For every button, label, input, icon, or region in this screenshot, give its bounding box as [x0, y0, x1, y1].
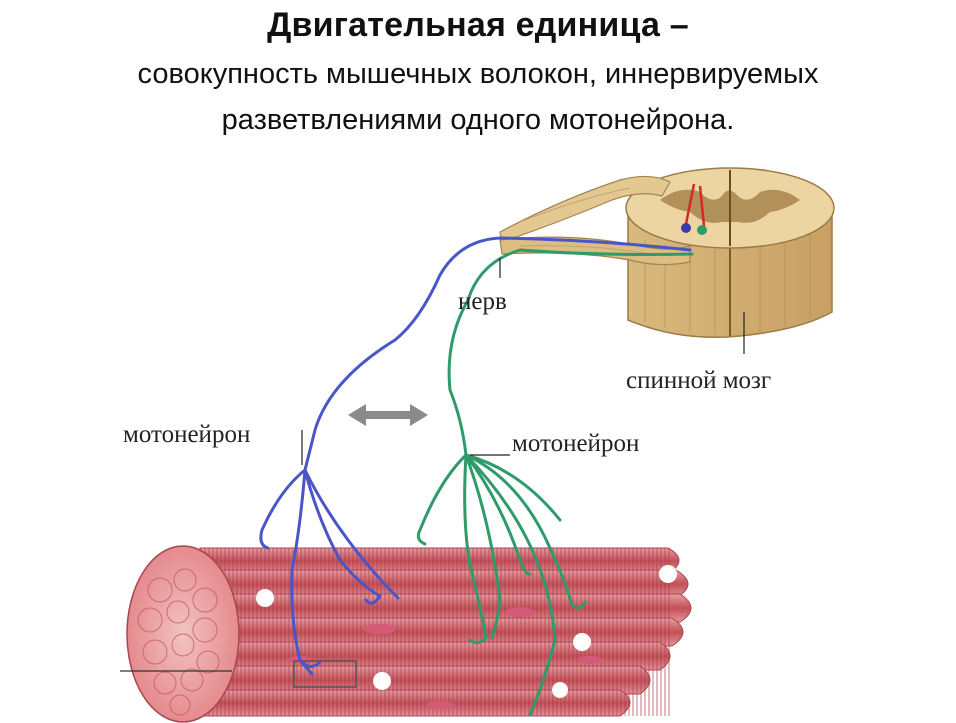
page-subtitle-line2: разветвлениями одного мотонейрона.	[221, 104, 735, 136]
label-motoneuron-right: мотонейрон	[512, 430, 639, 457]
label-nerve: нерв	[458, 288, 507, 315]
label-motoneuron-left: мотонейрон	[123, 421, 250, 448]
page-subtitle-line1: совокупность мышечных волокон, иннервиру…	[137, 58, 819, 90]
motoneuron-green	[416, 248, 694, 717]
nerve-root	[499, 175, 691, 266]
neuron-cell-bodies	[681, 183, 707, 235]
spinal-cord	[625, 167, 835, 339]
label-spinal-cord: спинной мозг	[626, 367, 771, 394]
motoneuron-blue	[259, 236, 692, 676]
page-title: Двигательная единица –	[267, 6, 689, 44]
muscle	[120, 545, 692, 723]
double-arrow-icon	[348, 404, 428, 426]
